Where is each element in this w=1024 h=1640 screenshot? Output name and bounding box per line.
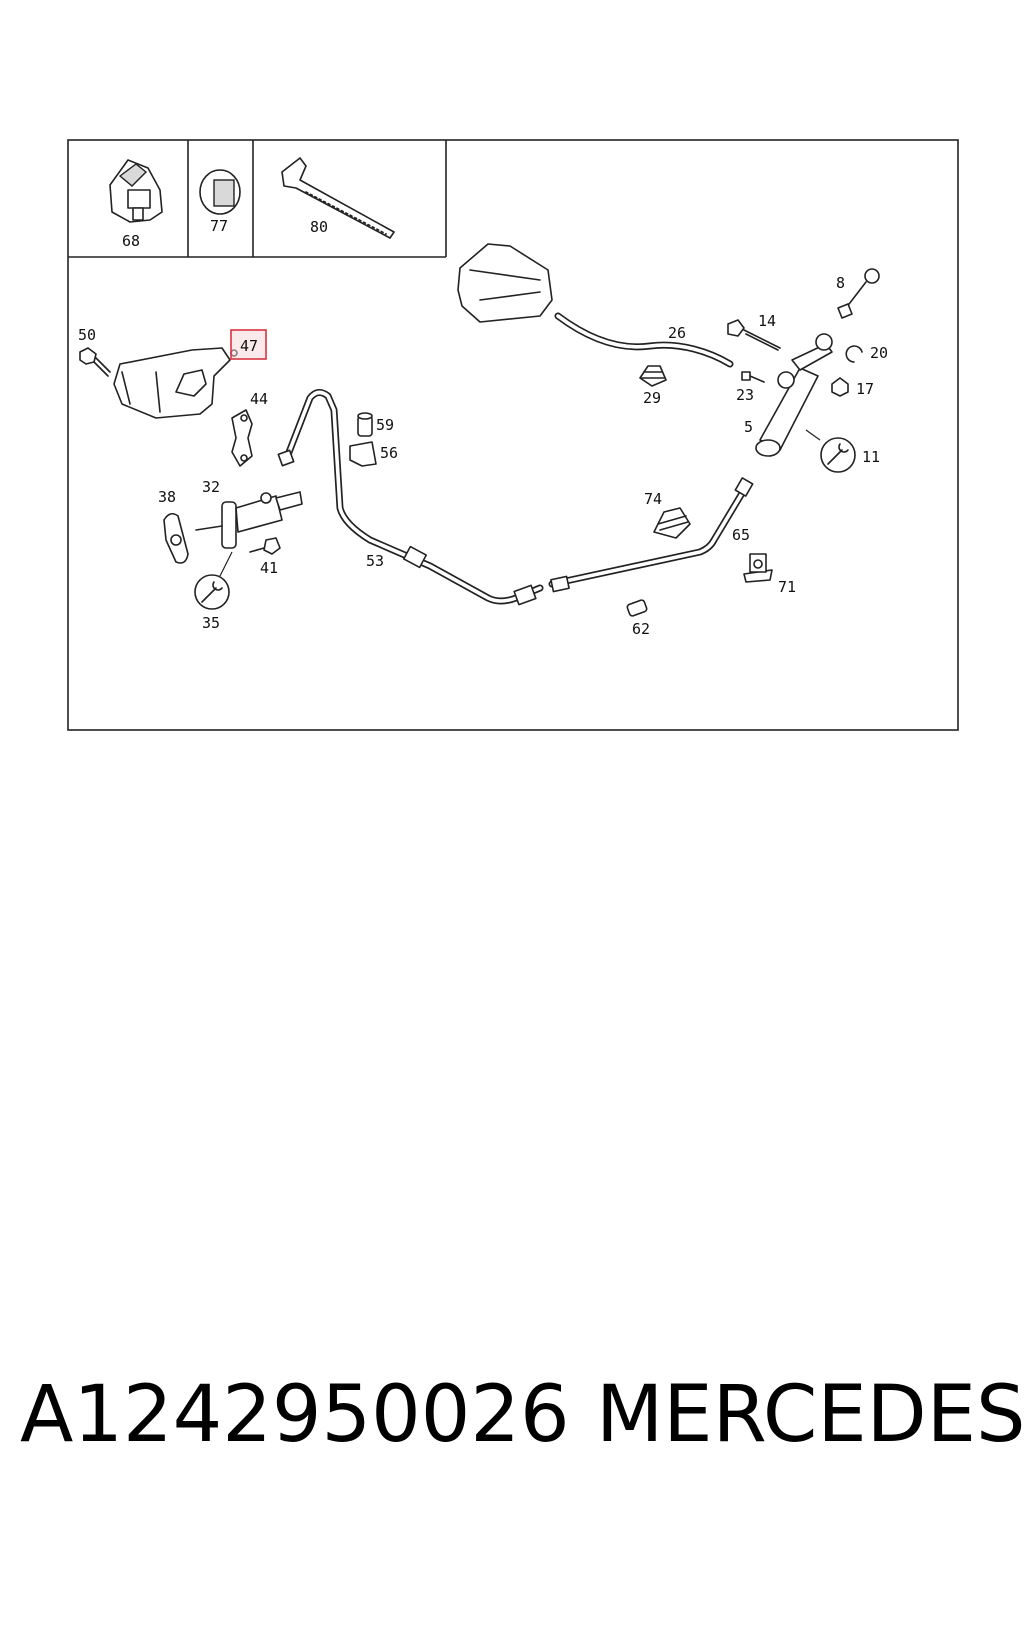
part-71-fitting — [743, 553, 773, 583]
label-68: 68 — [122, 232, 140, 250]
part-44-clamp — [231, 409, 253, 467]
part-80-cable-tie — [281, 157, 395, 239]
label-77: 77 — [210, 217, 228, 235]
label-11: 11 — [862, 448, 880, 466]
part-68-clip — [109, 159, 163, 223]
part-65-pipe — [548, 477, 754, 593]
label-35: 35 — [202, 614, 220, 632]
label-29: 29 — [643, 389, 661, 407]
part-8-pushrod — [837, 268, 880, 319]
label-26: 26 — [668, 324, 686, 342]
part-20-clip — [845, 345, 863, 363]
part-47-bracket — [113, 347, 238, 419]
brand-name: MERCEDES — [596, 1370, 1024, 1460]
parts-diagram: 68 77 80 26 29 14 8 20 17 — [67, 139, 959, 731]
highlight-box-47 — [230, 329, 267, 360]
part-23-screw — [741, 371, 765, 383]
part-59-sleeve — [357, 412, 373, 437]
label-44: 44 — [250, 390, 268, 408]
label-62: 62 — [632, 620, 650, 638]
part-26-hose — [554, 312, 734, 368]
label-65: 65 — [732, 526, 750, 544]
label-74: 74 — [644, 490, 662, 508]
inset-panel — [68, 140, 447, 258]
label-38: 38 — [158, 488, 176, 506]
wrench-symbol-35 — [194, 551, 233, 610]
label-14: 14 — [758, 312, 776, 330]
label-47: 47 — [240, 337, 258, 355]
label-8: 8 — [836, 274, 845, 292]
part-32-slave-cylinder — [195, 491, 303, 549]
label-50: 50 — [78, 326, 96, 344]
label-41: 41 — [260, 559, 278, 577]
label-23: 23 — [736, 386, 754, 404]
part-41-bolt — [249, 537, 281, 555]
part-29-boot — [639, 365, 667, 387]
part-62-sleeve — [626, 599, 648, 617]
part-5-master-cylinder — [755, 333, 833, 457]
label-20: 20 — [870, 344, 888, 362]
part-74-boot — [653, 507, 691, 539]
label-32: 32 — [202, 478, 220, 496]
label-5: 5 — [744, 418, 753, 436]
diagram-frame — [67, 139, 959, 731]
label-59: 59 — [376, 416, 394, 434]
part-53-pipe — [277, 389, 544, 606]
caption-bar: A1242950026 MERCEDES — [0, 1370, 1024, 1480]
label-53: 53 — [366, 552, 384, 570]
label-17: 17 — [856, 380, 874, 398]
label-80: 80 — [310, 218, 328, 236]
part-77-grommet — [199, 169, 241, 215]
label-56: 56 — [380, 444, 398, 462]
label-71: 71 — [778, 578, 796, 596]
part-reservoir — [457, 243, 553, 323]
part-number: A1242950026 — [20, 1370, 570, 1460]
part-50-bolt — [79, 347, 111, 377]
wrench-symbol-11 — [805, 429, 856, 473]
part-56-clip — [349, 441, 377, 467]
part-38-gasket — [163, 512, 189, 564]
part-14-bolt — [727, 319, 781, 351]
part-17-nut — [831, 377, 849, 397]
